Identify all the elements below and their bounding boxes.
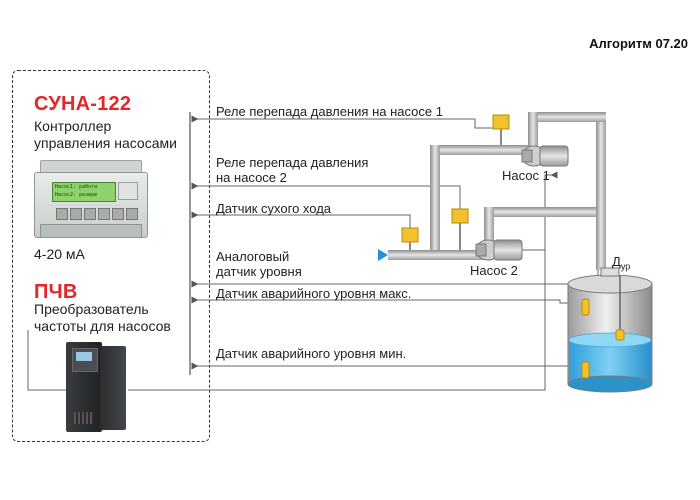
label-pump1: Насос 1 <box>502 168 550 183</box>
converter-desc-1: Преобразователь <box>34 301 149 317</box>
label-relay-pump2-1: Реле перепада давления <box>216 155 369 170</box>
controller-frame <box>12 70 210 442</box>
sensor-dry-run <box>401 227 419 250</box>
label-relay-pump1: Реле перепада давления на насосе 1 <box>216 104 443 119</box>
label-alarm-min: Датчик аварийного уровня мин. <box>216 346 407 361</box>
algorithm-title: Алгоритм 07.20 <box>589 36 688 51</box>
signal-relay-pump2 <box>191 182 461 218</box>
converter-name: ПЧВ <box>34 281 78 303</box>
controller-name: СУНА-122 <box>34 93 132 115</box>
controller-desc-2: управления насосами <box>34 135 177 151</box>
frequency-converter-device <box>66 342 128 432</box>
controller-keypad <box>56 208 140 220</box>
label-alarm-max: Датчик аварийного уровня макс. <box>216 286 412 301</box>
sensor-relay-pump2 <box>451 208 469 250</box>
sensor-relay-pump1 <box>492 114 510 145</box>
label-pump2: Насос 2 <box>470 263 518 278</box>
level-sensor-symbol: Д <box>612 254 621 269</box>
water-tank <box>567 267 653 393</box>
converter-control-line <box>27 171 558 391</box>
display-line-2: Насос2: резерв <box>55 192 98 198</box>
pump-2 <box>475 239 523 261</box>
display-line-1: Насос1: работа <box>55 184 98 190</box>
label-relay-pump2-2: на насосе 2 <box>216 170 287 185</box>
label-analog-level-2: датчик уровня <box>216 264 302 279</box>
signal-relay-pump1 <box>191 115 500 129</box>
controller-signal: 4-20 мА <box>34 246 85 262</box>
inlet-arrow <box>378 249 388 261</box>
signal-dry-run <box>191 211 411 232</box>
controller-display: Насос1: работа Насос2: резерв <box>52 182 116 202</box>
converter-desc-2: частоты для насосов <box>34 318 171 334</box>
pipework <box>388 112 606 270</box>
controller-device: Насос1: работа Насос2: резерв <box>34 160 148 240</box>
controller-desc-1: Контроллер <box>34 118 112 134</box>
label-analog-level-1: Аналоговый <box>216 249 290 264</box>
pump-1 <box>521 145 569 167</box>
label-level-sensor: Дур <box>612 254 630 275</box>
level-sensor-sub: ур <box>620 261 631 272</box>
label-dry-run: Датчик сухого хода <box>216 201 332 216</box>
